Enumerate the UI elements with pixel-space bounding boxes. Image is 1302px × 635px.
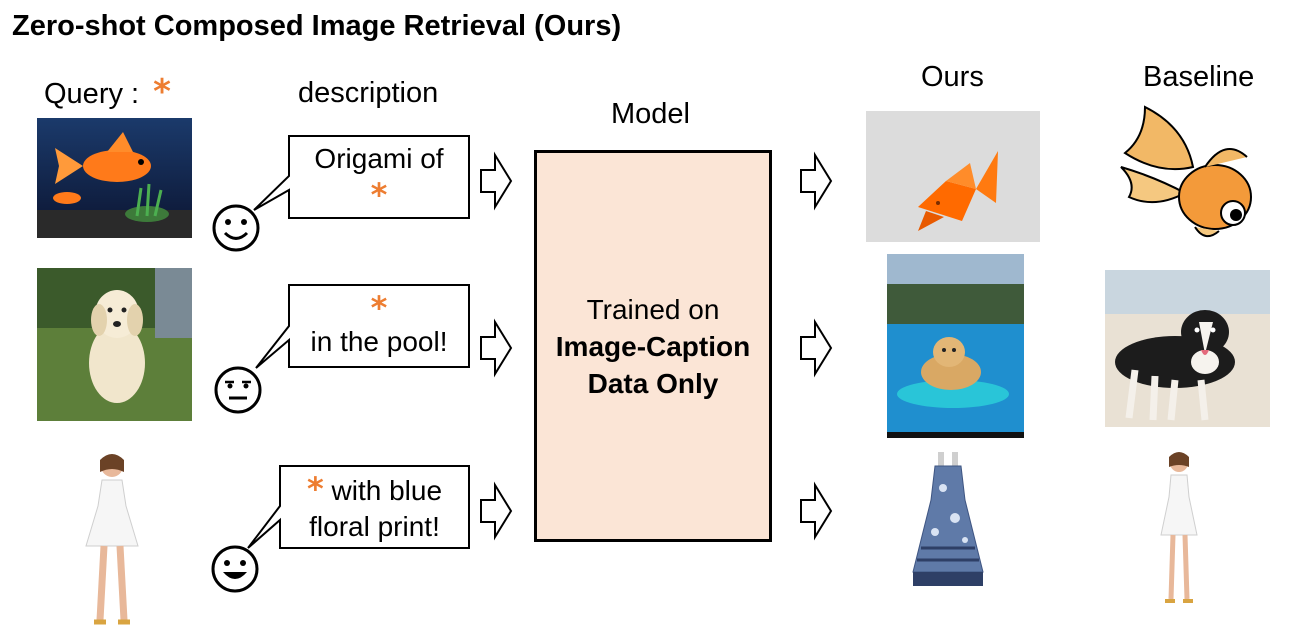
arrow-icon-5 — [800, 318, 833, 378]
description-2-line2: in the pool! — [310, 326, 448, 357]
arrow-icon-4 — [800, 151, 833, 211]
description-header: description — [298, 77, 439, 109]
baseline-image-goldfish-illustration — [1115, 97, 1260, 245]
neutral-face-icon — [213, 365, 263, 420]
grin-face-icon — [210, 544, 260, 599]
description-1-star-icon: * — [370, 176, 388, 214]
query-image-dog — [37, 268, 192, 421]
description-bubble-2: * in the pool! — [289, 292, 469, 360]
query-image-dress — [70, 450, 154, 630]
query-header: Query : * — [44, 72, 171, 112]
description-3-line2: floral print! — [309, 511, 440, 542]
description-2-star-icon: * — [370, 289, 388, 327]
query-star-icon: * — [153, 72, 171, 112]
description-3-line1: with blue — [331, 475, 443, 506]
smile-face-icon — [211, 203, 261, 258]
model-line-2: Image-Caption — [555, 330, 751, 362]
arrow-icon-2 — [480, 318, 513, 378]
model-line-3: Data Only — [587, 367, 719, 399]
description-bubble-3: * with blue floral print! — [280, 471, 469, 545]
page-title: Zero-shot Composed Image Retrieval (Ours… — [12, 10, 622, 42]
query-image-goldfish — [37, 118, 192, 238]
description-3-star-icon: * — [306, 470, 324, 508]
arrow-icon-3 — [480, 481, 513, 541]
baseline-header: Baseline — [1143, 61, 1255, 93]
model-header: Model — [611, 98, 690, 130]
ours-image-floral-dress — [907, 452, 989, 588]
arrow-icon-6 — [800, 481, 833, 541]
baseline-image-dog-on-beach — [1105, 270, 1270, 427]
model-line-1: Trained on — [586, 293, 720, 325]
description-bubble-1: Origami of * — [289, 141, 469, 213]
ours-image-origami-goldfish — [866, 111, 1040, 242]
description-1-line1: Origami of — [314, 143, 444, 174]
query-label: Query : — [44, 78, 140, 110]
baseline-image-white-dress — [1153, 451, 1205, 608]
arrow-icon-1 — [480, 151, 513, 211]
ours-image-dog-in-pool — [887, 254, 1024, 438]
model-box: Trained on Image-Caption Data Only — [534, 150, 772, 542]
ours-header: Ours — [921, 61, 984, 93]
